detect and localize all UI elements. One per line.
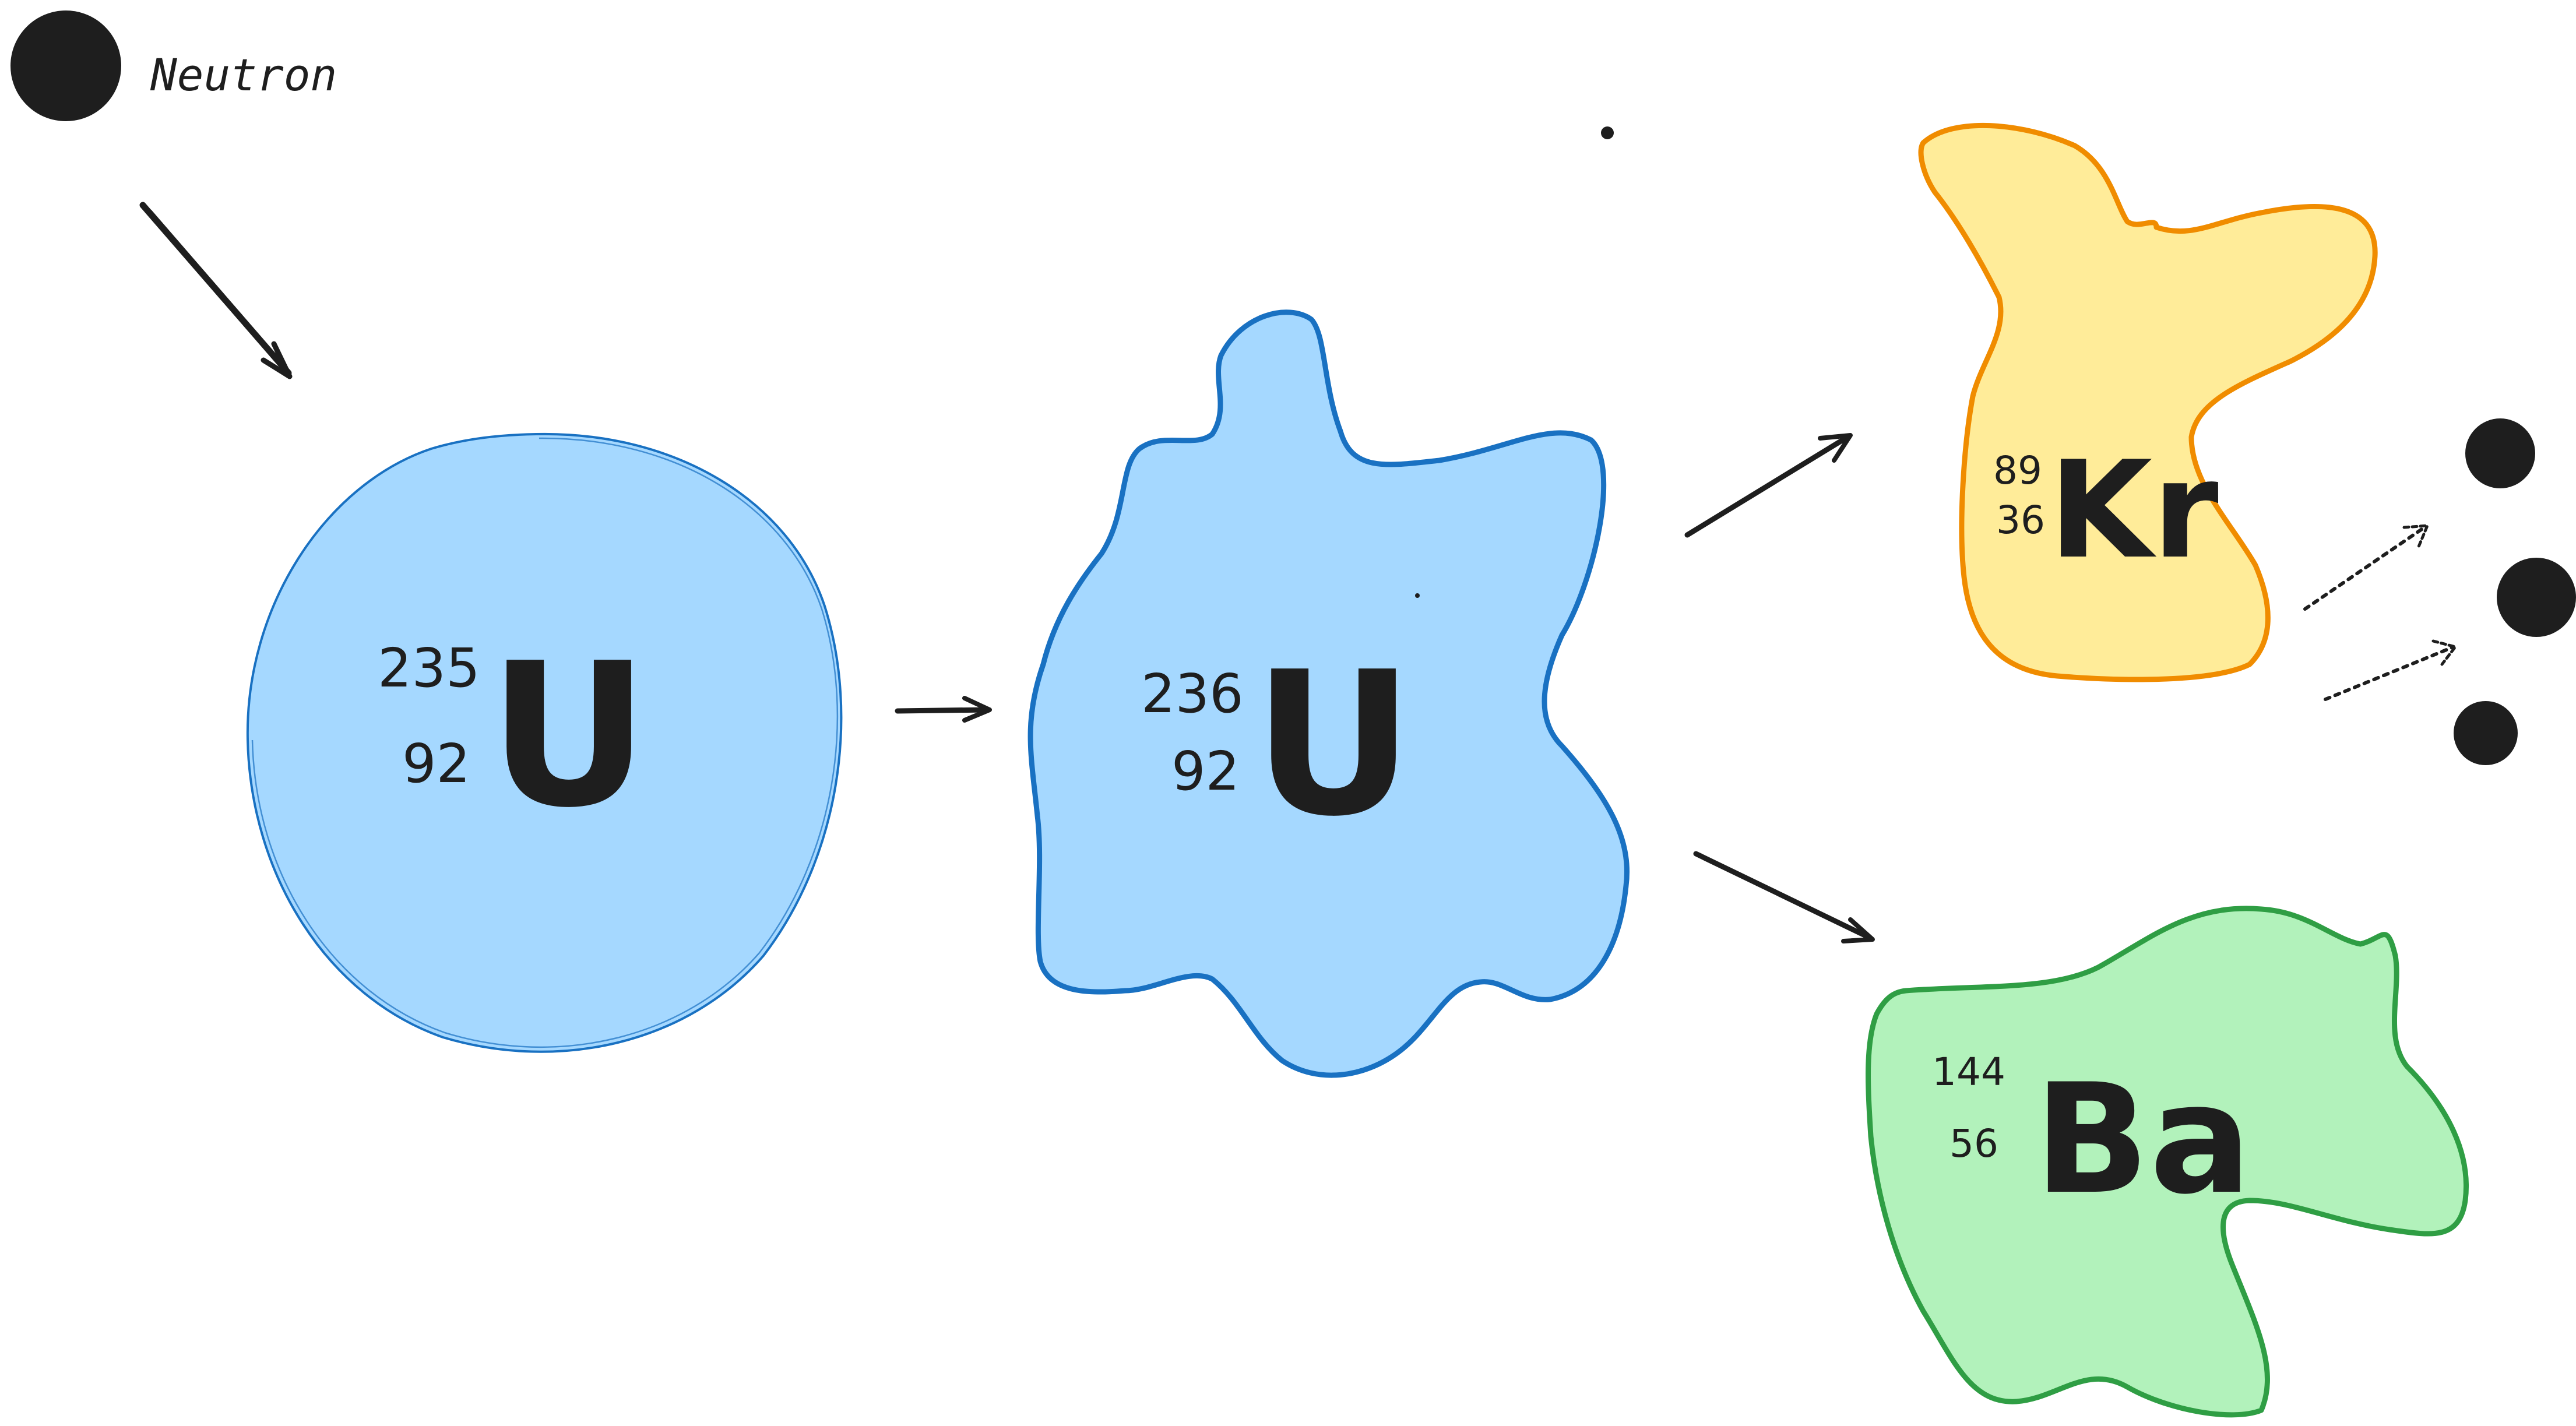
stray-dot [1601,126,1614,139]
dotted-arrow-neutron-lower [2324,639,2458,701]
arrow-u236-to-ba [1693,851,1875,943]
u235-mass-number: 235 [378,637,480,699]
ba-symbol: Ba [2034,1052,2252,1228]
barium-shape [1866,906,2469,1418]
stray-dot [1415,593,1420,598]
u235-symbol: U [488,621,649,851]
u236-atomic-number: 92 [1171,740,1240,802]
krypton-shape [1918,122,2378,682]
kr-mass-number: 89 [1993,448,2042,493]
u235-atomic-number: 92 [402,733,470,795]
krypton-fragment: 89 36 Kr [1918,122,2378,682]
kr-symbol: Kr [2049,433,2219,589]
u236-symbol: U [1253,629,1414,860]
uranium-236-nucleus: 236 92 U [1027,309,1630,1078]
dotted-arrow-neutron-upper [2303,524,2430,611]
ba-atomic-number: 56 [1949,1121,1998,1166]
arrow-u236-to-kr [1684,433,1853,538]
released-neutron [2465,418,2535,488]
arrow-neutron-to-u235 [139,202,293,379]
barium-fragment: 144 56 Ba [1866,906,2469,1418]
incoming-neutron [10,10,121,121]
uranium-235-nucleus: 235 92 U [246,432,843,1053]
u236-mass-number: 236 [1141,663,1244,725]
arrow-u235-to-u236 [895,696,992,723]
neutron-label: Neutron [150,49,337,101]
kr-atomic-number: 36 [1996,498,2045,543]
ba-mass-number: 144 [1932,1050,2005,1094]
uranium-235-shape [246,432,843,1053]
released-neutron [2497,558,2576,637]
released-neutron [2454,701,2518,765]
uranium-236-shape [1027,309,1630,1078]
